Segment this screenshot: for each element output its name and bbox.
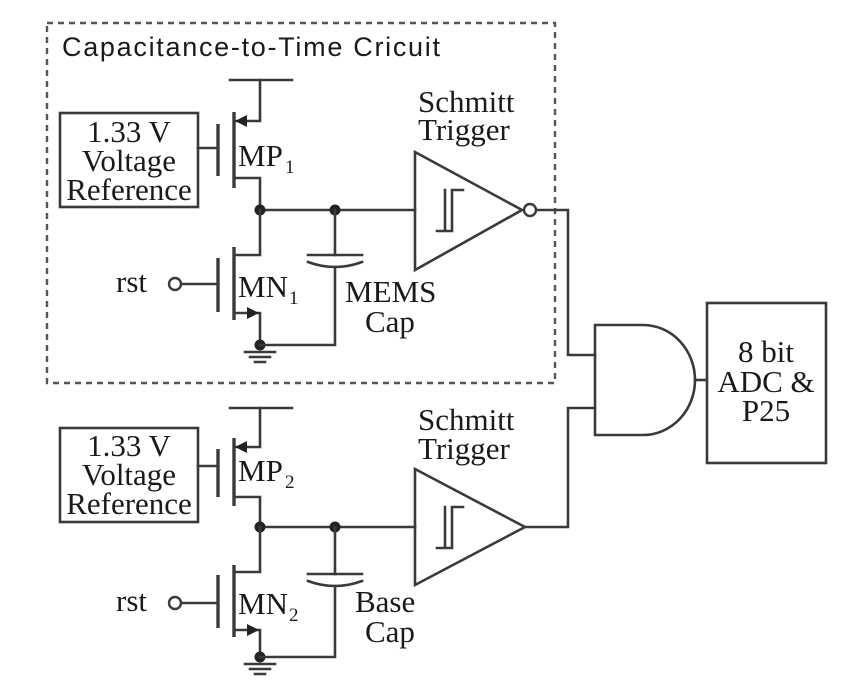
mp1-name: MP (238, 138, 283, 173)
mn1-subscript: 1 (289, 288, 299, 309)
mn1-source-wire (234, 311, 262, 347)
base-cap-label-line2: Cap (365, 614, 415, 649)
schmitt-top-output-wire (534, 208, 597, 357)
base-cap-ground-wire (258, 584, 337, 659)
schmitt-bottom-label-line2: Trigger (418, 431, 511, 466)
vref-bottom-line1: 1.33 V (87, 428, 171, 463)
mp2-source-arrow-icon (235, 441, 247, 453)
mp2-drain-wire (232, 495, 262, 529)
and-gate (593, 323, 697, 437)
rst-terminal-top (167, 276, 183, 292)
adc-box (705, 301, 828, 465)
voltage-reference-box-bottom (58, 426, 200, 524)
circuit-title: Capacitance-to-Time Cricuit (62, 32, 440, 62)
vref-top-line3: Reference (66, 172, 192, 207)
schmitt-trigger-top (413, 149, 525, 273)
rst-terminal-bottom (167, 595, 183, 611)
adc-label-line2: ADC & (717, 364, 814, 399)
vref-top-line1: 1.33 V (87, 114, 171, 149)
mp1-drain-wire (232, 176, 262, 212)
mn2-drain-wire (232, 525, 262, 574)
adc-label-line3: P25 (742, 393, 790, 428)
schmitt-bottom-output-wire (523, 406, 597, 529)
mn1-source-arrow-icon (247, 307, 259, 319)
mp2-source-wire (234, 406, 262, 449)
inverter-bubble (522, 202, 538, 218)
mn2-name: MN (238, 586, 288, 621)
hysteresis-icon (435, 188, 465, 233)
mn2-label: MN (238, 586, 288, 621)
rst-label-top: rst (116, 264, 147, 299)
mp1-source-wire (234, 78, 262, 123)
bottom-stage: 1.33 V Voltage Reference MP 2 rst MN 2 (58, 402, 597, 676)
mn1-drain-wire (232, 208, 262, 257)
schmitt-bottom-label-line1: Schmitt (418, 402, 515, 437)
rst-label-bottom: rst (116, 583, 147, 618)
top-stage: 1.33 V Voltage Reference MP 1 rst MN 1 (58, 78, 597, 364)
mems-cap-label-line2: Cap (365, 304, 415, 339)
mp1-source-arrow-icon (235, 115, 247, 127)
mn2-source-arrow-icon (247, 624, 259, 636)
hysteresis-icon (435, 505, 465, 550)
mp1-label: MP (238, 138, 283, 173)
mp2-label: MP (238, 453, 283, 488)
schmitt-top-label-line2: Trigger (418, 112, 511, 147)
vref-bottom-line3: Reference (66, 486, 192, 521)
vref-bottom-line2: Voltage (82, 457, 176, 492)
schmitt-trigger-bottom (413, 466, 528, 588)
mn1-label: MN (238, 269, 288, 304)
ground-icon (243, 350, 277, 364)
base-cap-label-line1: Base (355, 584, 415, 619)
ground-icon (243, 662, 277, 676)
capacitance-to-time-boundary (45, 21, 557, 385)
mn1-name: MN (238, 269, 288, 304)
schmitt-top-label-line1: Schmitt (418, 84, 515, 119)
mp2-subscript: 2 (285, 472, 295, 493)
mp1-subscript: 1 (285, 157, 295, 178)
adc-label-line1: 8 bit (738, 334, 794, 369)
mn2-subscript: 2 (289, 605, 299, 626)
mn2-source-wire (234, 628, 262, 659)
mems-cap-ground-wire (258, 265, 337, 347)
mp2-name: MP (238, 453, 283, 488)
mems-cap-label-line1: MEMS (345, 274, 436, 309)
vref-top-line2: Voltage (82, 143, 176, 178)
voltage-reference-box-top (58, 111, 200, 209)
